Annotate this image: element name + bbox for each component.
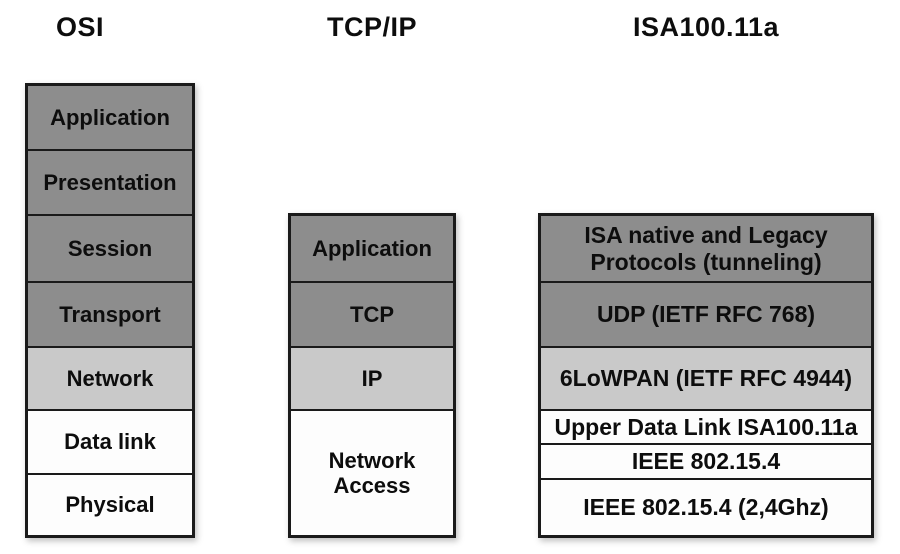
isa-layer-ieee802154-24ghz: IEEE 802.15.4 (2,4Ghz): [541, 480, 871, 535]
isa-layer-udp-label: UDP (IETF RFC 768): [596, 301, 816, 328]
osi-layer-session: Session: [28, 216, 192, 283]
osi-layer-datalink: Data link: [28, 411, 192, 475]
osi-layer-network: Network: [28, 348, 192, 411]
isa-layer-native-legacy-label: ISA native and Legacy Protocols (tunneli…: [584, 222, 828, 275]
isa-stack: ISA native and Legacy Protocols (tunneli…: [538, 213, 874, 538]
osi-layer-transport: Transport: [28, 283, 192, 348]
osi-layer-datalink-label: Data link: [64, 429, 156, 455]
osi-stack: Application Presentation Session Transpo…: [25, 83, 195, 538]
isa-layer-6lowpan-label: 6LoWPAN (IETF RFC 4944): [559, 365, 853, 392]
tcpip-stack: Application TCP IP Network Access: [288, 213, 456, 538]
osi-layer-session-label: Session: [67, 235, 153, 261]
isa-layer-6lowpan: 6LoWPAN (IETF RFC 4944): [541, 348, 871, 411]
osi-layer-transport-label: Transport: [59, 301, 161, 327]
tcpip-layer-networkaccess: Network Access: [291, 411, 453, 535]
osi-layer-presentation: Presentation: [28, 151, 192, 216]
isa-layer-ieee802154-label: IEEE 802.15.4: [631, 448, 781, 474]
isa-layer-native-legacy: ISA native and Legacy Protocols (tunneli…: [541, 216, 871, 283]
tcpip-layer-application-label: Application: [312, 235, 432, 261]
tcpip-layer-tcp-label: TCP: [350, 301, 394, 327]
osi-layer-application-label: Application: [50, 104, 170, 130]
osi-title: OSI: [55, 12, 104, 42]
osi-layer-presentation-label: Presentation: [43, 169, 177, 195]
isa-layer-ieee802154-24ghz-label: IEEE 802.15.4 (2,4Ghz): [583, 494, 829, 521]
tcpip-layer-ip-label: IP: [361, 365, 383, 391]
tcpip-title: TCP/IP: [326, 12, 417, 42]
isa-title: ISA100.11a: [632, 12, 780, 42]
tcpip-layer-tcp: TCP: [291, 283, 453, 348]
osi-layer-physical-label: Physical: [65, 492, 155, 518]
isa-layer-upper-datalink: Upper Data Link ISA100.11a: [541, 411, 871, 445]
osi-layer-application: Application: [28, 86, 192, 151]
osi-layer-physical: Physical: [28, 475, 192, 535]
osi-layer-network-label: Network: [66, 365, 154, 391]
tcpip-layer-application: Application: [291, 216, 453, 283]
isa-layer-udp: UDP (IETF RFC 768): [541, 283, 871, 348]
isa-layer-upper-datalink-label: Upper Data Link ISA100.11a: [554, 413, 858, 440]
tcpip-layer-networkaccess-label: Network Access: [328, 447, 416, 498]
tcpip-layer-ip: IP: [291, 348, 453, 411]
isa-layer-ieee802154: IEEE 802.15.4: [541, 445, 871, 480]
